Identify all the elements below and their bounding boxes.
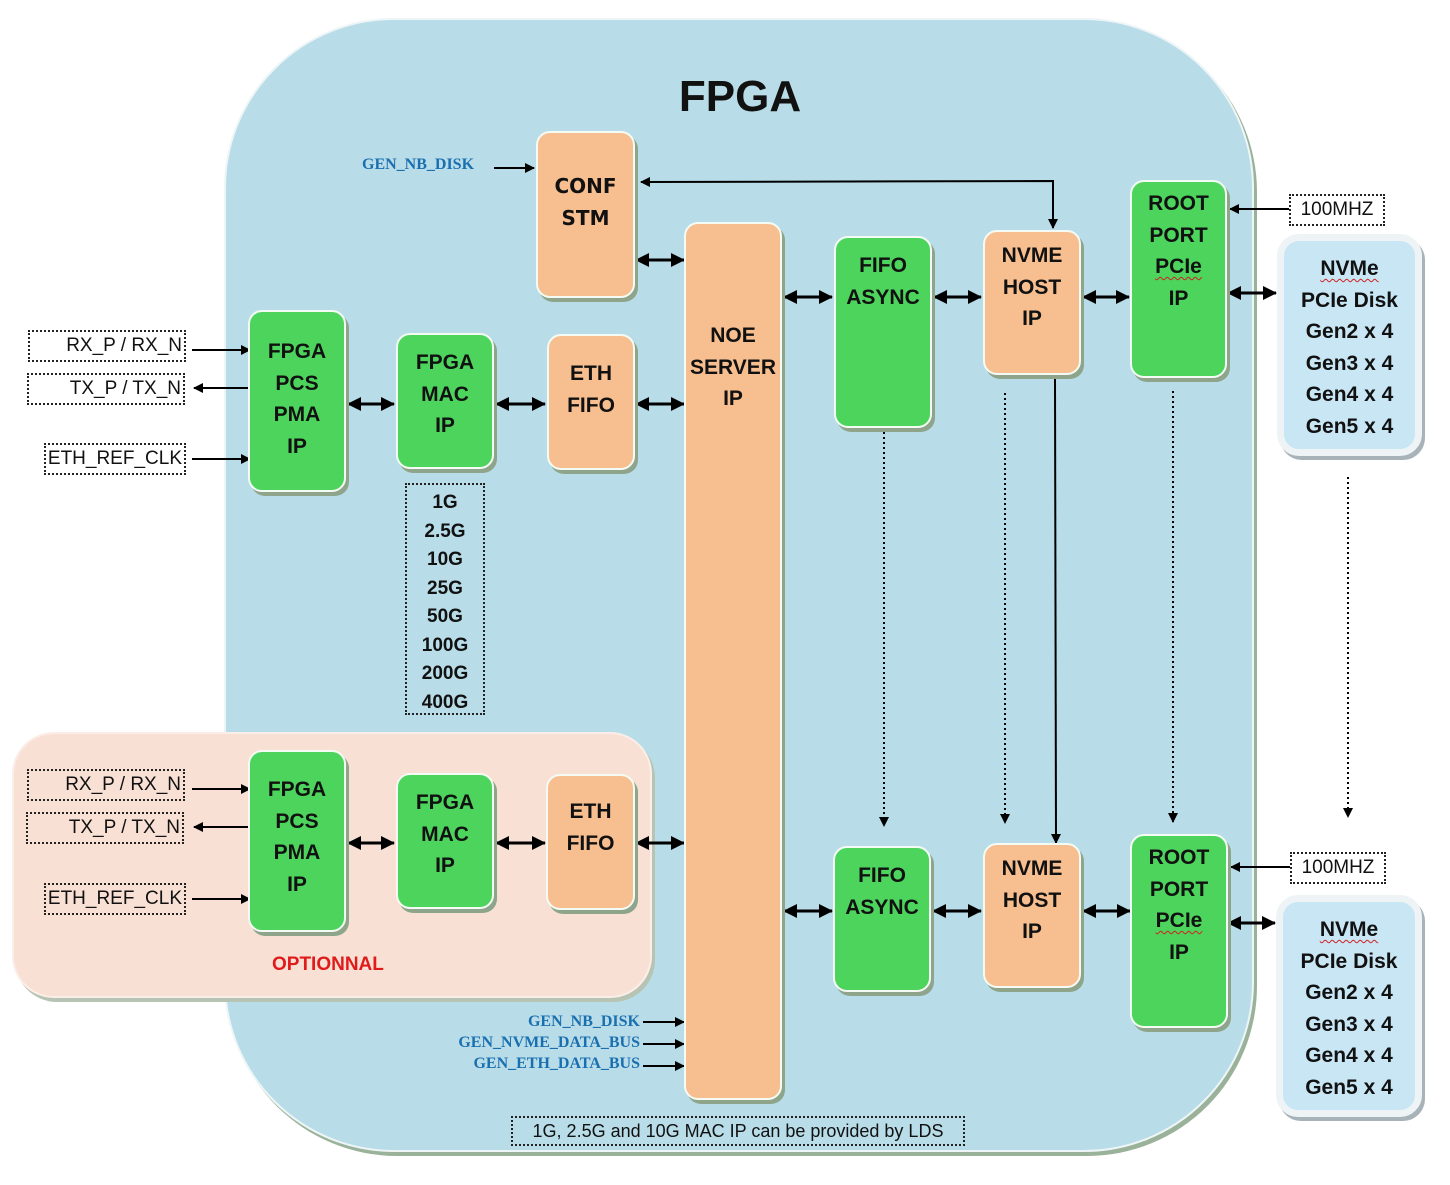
speed-item: 1G: [432, 492, 458, 513]
signal-eth-ref-clk: ETH_REF_CLK: [44, 443, 186, 475]
footnote-lds: 1G, 2.5G and 10G MAC IP can be provided …: [511, 1116, 965, 1146]
root-port-line: IP: [1169, 940, 1189, 964]
noe-server-line: NOE: [710, 324, 756, 347]
root-port-line: ROOT: [1148, 846, 1210, 869]
arrow-conf-nvme: [640, 176, 1058, 229]
disk-line: Gen2 x 4: [1305, 981, 1393, 1005]
disk-line: Gen4 x 4: [1305, 383, 1394, 407]
root-port-pcie-bottom-block: ROOT PORT PCIe IP: [1130, 834, 1228, 1028]
pcs-pma-line: PCS: [275, 371, 319, 395]
nvme-host-bottom-block: NVME HOST IP: [983, 843, 1081, 988]
fpga-title: FPGA: [678, 72, 802, 121]
fifo-async-line: FIFO: [858, 864, 906, 887]
conf-stm-block: CONF STM: [536, 131, 635, 298]
speed-item: 200G: [421, 663, 469, 684]
mac-speeds-list: 1G 2.5G 10G 25G 50G 100G 200G 400G: [405, 483, 485, 715]
pcs-pma-line: PCS: [275, 809, 319, 833]
disk-line: Gen3 x 4: [1305, 351, 1394, 375]
disk-line: Gen4 x 4: [1305, 1044, 1393, 1068]
fpga-pcs-pma-block: FPGA PCS PMA IP: [248, 310, 346, 492]
nvme-host-line: NVME: [1001, 857, 1063, 880]
pcs-pma-line: IP: [287, 434, 307, 458]
conf-stm-line: CONF: [554, 174, 617, 198]
conf-gen-nb-disk-label: GEN_NB_DISK: [362, 156, 475, 173]
clock-100mhz-bottom: 100MHZ: [1290, 852, 1386, 884]
nvme-host-line: IP: [1022, 307, 1042, 330]
disk-line: Gen5 x 4: [1305, 414, 1394, 438]
speed-item: 25G: [427, 577, 463, 599]
fifo-async-top-block: FIFO ASYNC: [834, 236, 932, 428]
mac-line: MAC: [421, 382, 469, 406]
nvme-host-line: NVME: [1001, 244, 1063, 267]
mac-line: MAC: [421, 822, 469, 846]
fifo-async-line: ASYNC: [846, 285, 920, 309]
fifo-async-line: ASYNC: [845, 895, 919, 919]
eth-fifo-block: ETH FIFO: [547, 334, 635, 470]
conf-stm-line: STM: [561, 205, 610, 230]
nvme-host-line: HOST: [1002, 888, 1062, 912]
root-port-line: ROOT: [1148, 192, 1209, 215]
pcs-pma-line: PMA: [273, 403, 321, 426]
disk-line: PCIe Disk: [1301, 288, 1398, 312]
pcs-pma-line: FPGA: [267, 340, 327, 363]
root-port-line: IP: [1168, 286, 1189, 310]
mac-line: FPGA: [415, 791, 475, 814]
nvme-disk-bottom: NVMe PCIe Disk Gen2 x 4 Gen3 x 4 Gen4 x …: [1276, 895, 1422, 1117]
nvme-host-line: HOST: [1002, 275, 1062, 299]
eth-fifo-line: FIFO: [566, 831, 615, 855]
arrow-nvme-top-bottom: [1050, 374, 1061, 844]
optional-fpga-pcs-pma-block: FPGA PCS PMA IP: [248, 750, 346, 932]
nvme-host-line: IP: [1022, 920, 1042, 943]
root-port-line: PORT: [1149, 223, 1208, 247]
fifo-async-bottom-block: FIFO ASYNC: [833, 846, 931, 992]
optional-signal-eth-ref-clk: ETH_REF_CLK: [44, 883, 186, 915]
generic-gen-nb-disk: GEN_NB_DISK: [527, 1013, 640, 1030]
nvme-disk-top: NVMe PCIe Disk Gen2 x 4 Gen3 x 4 Gen4 x …: [1277, 234, 1422, 456]
signal-tx: TX_P / TX_N: [27, 373, 185, 405]
speed-item: 50G: [427, 606, 463, 627]
mac-line: IP: [435, 414, 455, 437]
signal-rx: RX_P / RX_N: [28, 330, 186, 362]
pcs-pma-line: IP: [287, 872, 307, 896]
generic-gen-eth-data-bus: GEN_ETH_DATA_BUS: [473, 1055, 640, 1072]
disk-line: Gen3 x 4: [1305, 1012, 1393, 1036]
mac-line: IP: [435, 854, 455, 877]
root-port-line: PORT: [1149, 877, 1209, 901]
disk-line: Gen5 x 4: [1305, 1075, 1393, 1099]
optional-label: OPTIONNAL: [272, 954, 384, 975]
eth-fifo-line: ETH: [569, 800, 612, 823]
disk-line: NVMe: [1320, 257, 1379, 280]
noe-server-line: IP: [723, 387, 743, 410]
speed-item: 100G: [421, 634, 469, 656]
optional-eth-fifo-block: ETH FIFO: [546, 774, 635, 910]
root-port-line: PCIe: [1155, 909, 1203, 932]
speed-item: 400G: [421, 691, 469, 713]
root-port-line: PCIe: [1155, 255, 1202, 278]
pcs-pma-line: PMA: [273, 841, 321, 864]
optional-signal-rx: RX_P / RX_N: [27, 769, 185, 801]
fpga-mac-block: FPGA MAC IP: [396, 333, 494, 469]
speed-item: 2.5G: [424, 520, 466, 542]
disk-line: Gen2 x 4: [1305, 320, 1394, 344]
disk-line: NVMe: [1319, 918, 1379, 941]
eth-fifo-line: FIFO: [567, 393, 615, 417]
mac-line: FPGA: [415, 351, 475, 374]
eth-fifo-line: ETH: [570, 362, 612, 385]
disk-line: PCIe Disk: [1300, 949, 1398, 973]
speed-item: 10G: [427, 549, 463, 570]
fifo-async-line: FIFO: [859, 254, 907, 277]
optional-fpga-mac-block: FPGA MAC IP: [396, 773, 494, 909]
pcs-pma-line: FPGA: [267, 778, 327, 801]
optional-signal-tx: TX_P / TX_N: [26, 812, 184, 844]
noe-server-line: SERVER: [690, 355, 776, 379]
root-port-pcie-top-block: ROOT PORT PCIe IP: [1130, 180, 1227, 378]
generic-gen-nvme-data-bus: GEN_NVME_DATA_BUS: [458, 1034, 640, 1051]
nvme-host-top-block: NVME HOST IP: [983, 230, 1081, 375]
clock-100mhz-top: 100MHZ: [1289, 194, 1385, 226]
noe-server-block: NOE SERVER IP: [684, 222, 782, 1100]
